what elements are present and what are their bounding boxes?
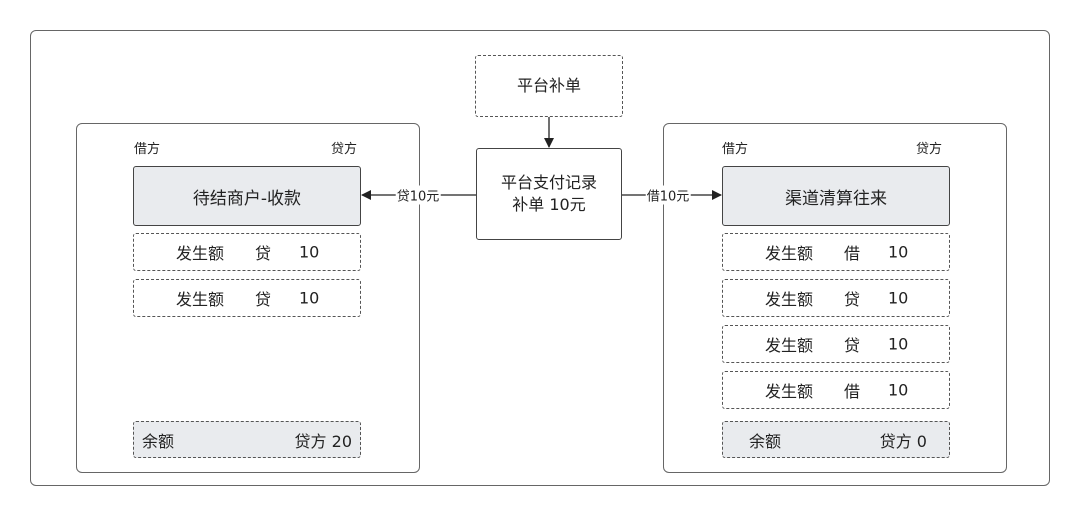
left-account-header: 待结商户-收款: [133, 166, 361, 226]
entry-amount: 10: [299, 242, 320, 262]
entry-side: 贷: [255, 244, 272, 263]
balance-label: 余额: [142, 431, 175, 451]
entry-amount: 10: [299, 288, 320, 308]
right-balance-row: 余额 贷方 0: [722, 421, 950, 458]
node-label-line1: 平台支付记录: [500, 173, 597, 192]
entry-amount: 10: [888, 288, 909, 308]
entry-side: 贷: [255, 290, 272, 309]
entry-amount: 10: [888, 380, 909, 400]
right-credit-label: 贷方: [916, 142, 943, 157]
entry-name: 发生额: [176, 244, 225, 263]
balance-label: 余额: [749, 431, 782, 451]
edge-label-right: 借10元: [645, 185, 691, 205]
entry-name: 发生额: [176, 290, 225, 309]
entry-amount: 10: [888, 242, 909, 262]
diagram-frame: [30, 30, 1050, 486]
left-balance-row: 余额 贷方 20: [133, 421, 361, 458]
left-entry-row: 发生额 贷 10: [133, 279, 361, 317]
right-debit-label: 借方: [722, 142, 749, 157]
left-entry-row: 发生额 贷 10: [133, 233, 361, 271]
left-debit-label: 借方: [134, 142, 161, 157]
balance-value: 贷方 0: [879, 431, 927, 451]
right-entry-row: 发生额 借 10: [722, 371, 950, 409]
platform-payment-record-node: 平台支付记录 补单 10元: [476, 148, 622, 240]
entry-side: 贷: [844, 290, 861, 309]
entry-name: 发生额: [765, 244, 814, 263]
entry-side: 借: [844, 382, 861, 401]
entry-name: 发生额: [765, 290, 814, 309]
right-entry-row: 发生额 贷 10: [722, 325, 950, 363]
entry-name: 发生额: [765, 336, 814, 355]
edge-label-left: 贷10元: [395, 185, 441, 205]
entry-amount: 10: [888, 334, 909, 354]
node-label-line2: 补单 10元: [512, 195, 586, 214]
left-credit-label: 贷方: [331, 142, 358, 157]
right-entry-row: 发生额 贷 10: [722, 279, 950, 317]
balance-value: 贷方 20: [294, 431, 352, 451]
platform-reissue-node: 平台补单: [475, 55, 623, 117]
entry-name: 发生额: [765, 382, 814, 401]
right-entry-row: 发生额 借 10: [722, 233, 950, 271]
entry-side: 贷: [844, 336, 861, 355]
entry-side: 借: [844, 244, 861, 263]
right-account-header: 渠道清算往来: [722, 166, 950, 226]
node-label: 平台补单: [516, 76, 581, 95]
